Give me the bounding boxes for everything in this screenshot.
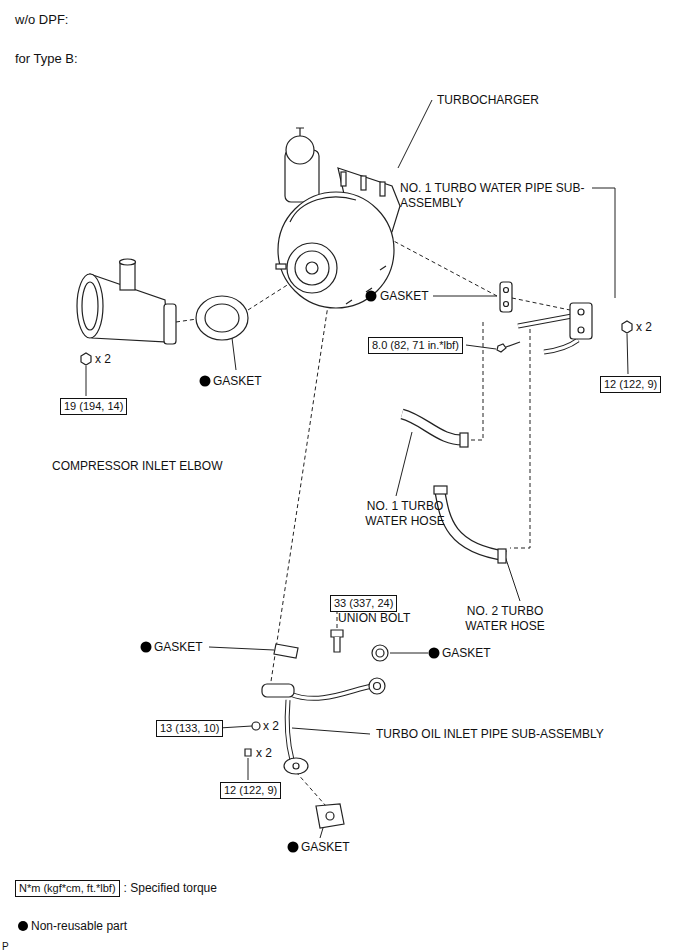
legend-text: : Specified torque	[124, 881, 217, 896]
torque-box: 33 (337, 24)	[330, 595, 397, 612]
torque-box: 19 (194, 14)	[60, 398, 127, 415]
part-label: TURBO OIL INLET PIPE SUB-ASSEMBLY	[376, 727, 604, 742]
part-label: x 2	[256, 746, 272, 761]
part-label: x 2	[95, 352, 111, 367]
legend-dot	[18, 921, 28, 931]
part-label: GASKET	[380, 289, 429, 304]
torque-value: 12 (122, 9)	[604, 378, 657, 390]
gaskets	[196, 282, 512, 828]
water-pipe	[497, 303, 632, 352]
torque-value: N*m (kgf*cm, ft.*lbf)	[19, 882, 116, 894]
part-label: UNION BOLT	[338, 611, 410, 626]
part-label: P	[2, 939, 9, 952]
part-label: COMPRESSOR INLET ELBOW	[52, 459, 222, 474]
torque-box: 12 (122, 9)	[600, 376, 661, 393]
turbocharger	[276, 128, 400, 308]
part-label: x 2	[636, 320, 652, 335]
torque-value: 8.0 (82, 71 in.*lbf)	[372, 339, 459, 351]
part-label: NO. 1 TURBO WATER HOSE	[352, 499, 458, 529]
torque-box: N*m (kgf*cm, ft.*lbf)	[15, 880, 120, 897]
heading: w/o DPF:	[15, 12, 68, 27]
part-label: for Type B:	[15, 51, 78, 66]
non-reusable-dots	[141, 291, 440, 853]
oil-inlet-pipe	[245, 630, 385, 774]
torque-value: 19 (194, 14)	[64, 400, 123, 412]
part-label: NO. 2 TURBO WATER HOSE	[452, 604, 558, 634]
part-label: GASKET	[442, 646, 491, 661]
part-label: TURBOCHARGER	[437, 93, 539, 108]
part-label: GASKET	[213, 374, 262, 389]
torque-value: 33 (337, 24)	[334, 597, 393, 609]
water-hoses	[402, 414, 506, 563]
part-label: NO. 1 TURBO WATER PIPE SUB-ASSEMBLY	[400, 181, 590, 211]
torque-box: 8.0 (82, 71 in.*lbf)	[368, 337, 463, 354]
part-label: GASKET	[154, 640, 203, 655]
part-label: x 2	[263, 719, 279, 734]
torque-value: 12 (122, 9)	[224, 784, 277, 796]
assembly-dashed-lines	[176, 238, 570, 806]
legend-text: Non-reusable part	[31, 919, 127, 934]
torque-value: 13 (133, 10)	[160, 722, 219, 734]
torque-box: 12 (122, 9)	[220, 782, 281, 799]
part-label: GASKET	[301, 840, 350, 855]
compressor-inlet-elbow	[77, 259, 176, 365]
torque-box: 13 (133, 10)	[156, 720, 223, 737]
